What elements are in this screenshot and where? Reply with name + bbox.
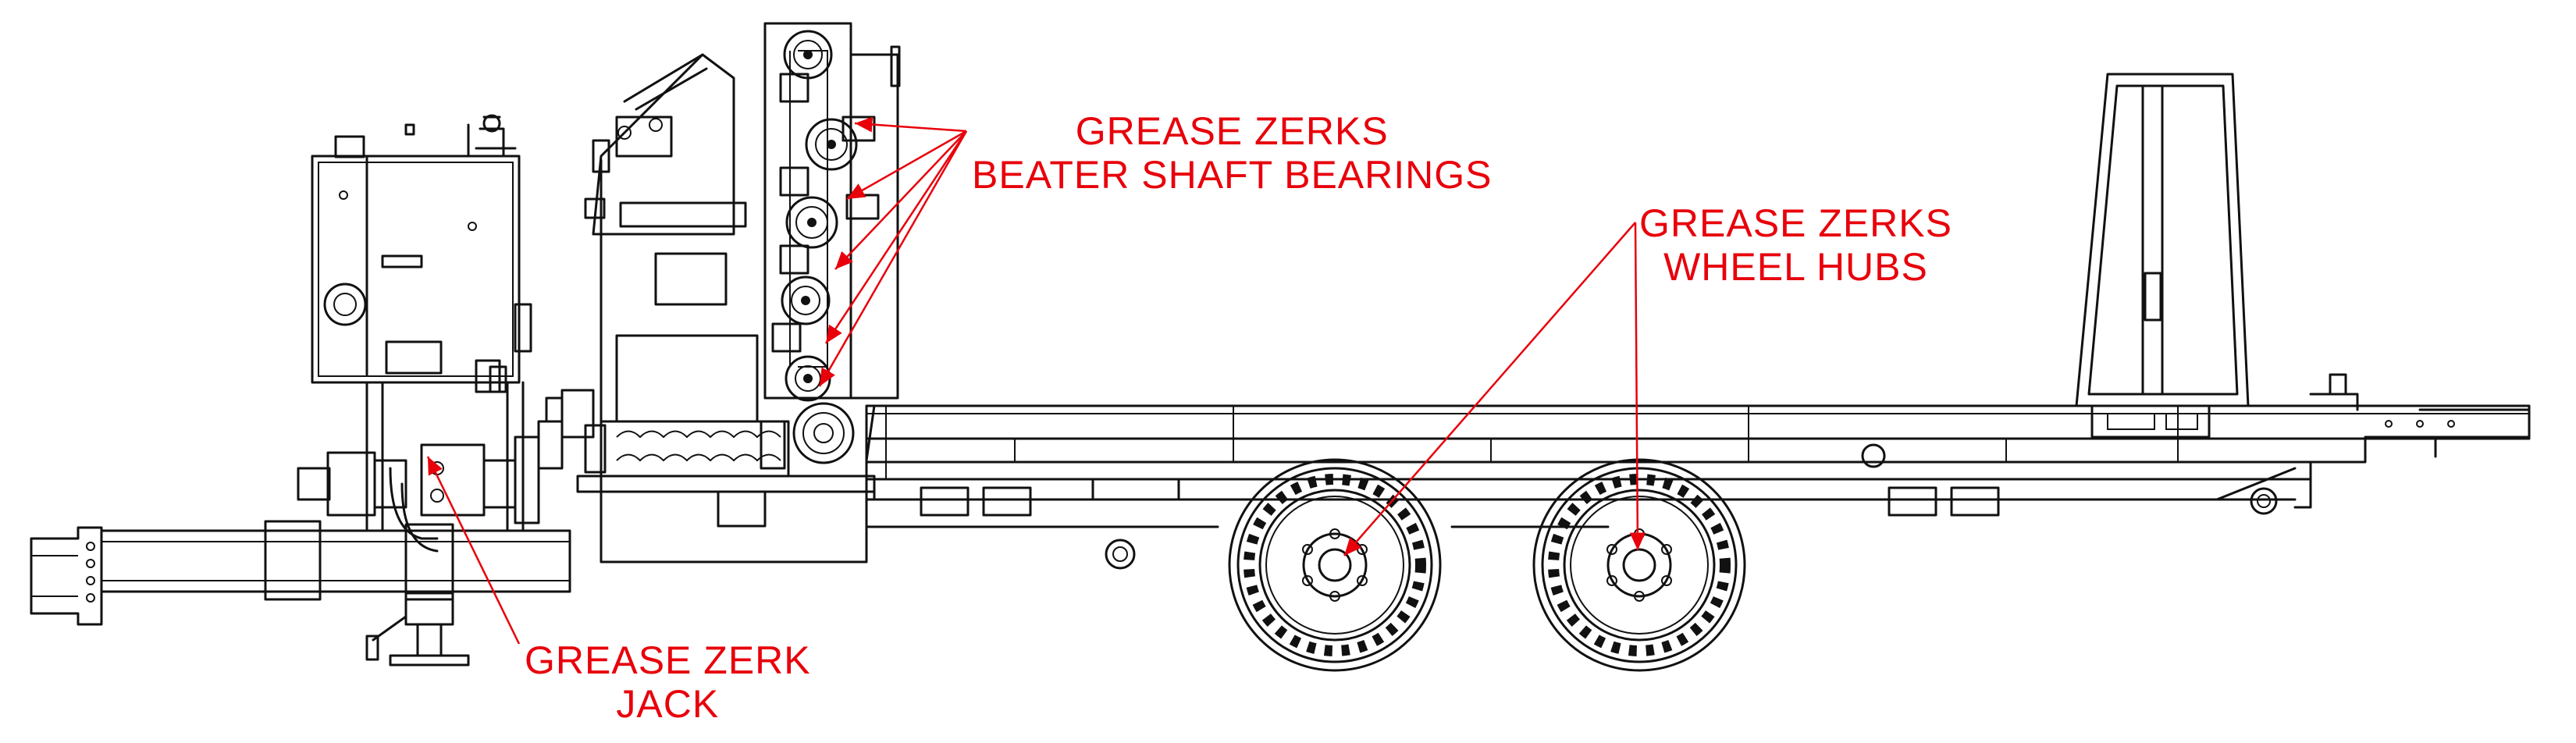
trailer-bed <box>865 373 2531 570</box>
sprocket-3 <box>785 196 838 249</box>
callout-beater-line1: GREASE ZERKS <box>1075 109 1389 153</box>
jack-stand <box>365 592 470 667</box>
beater-shafts <box>763 22 901 464</box>
wheel-leaders <box>1343 222 1646 556</box>
power-unit <box>311 114 532 532</box>
sprocket-4 <box>781 276 831 325</box>
callout-wheels-line2: WHEEL HUBS <box>1663 245 1928 289</box>
callout-beater-line2: BEATER SHAFT BEARINGS <box>972 153 1493 197</box>
hydraulic-pump <box>297 396 564 553</box>
sprocket-2 <box>805 118 858 171</box>
callout-wheel-hubs: GREASE ZERKS WHEEL HUBS <box>1639 201 1952 289</box>
hitch-tongue <box>30 520 571 626</box>
beater-leaders <box>818 116 968 387</box>
rear-wheel <box>1532 458 1746 672</box>
beater-housing <box>560 53 876 563</box>
front-wheel <box>1228 458 1442 672</box>
callout-jack: GREASE ZERK JACK <box>525 638 811 726</box>
sprocket-1 <box>783 30 833 80</box>
callout-jack-line1: GREASE ZERK <box>525 638 811 682</box>
callout-beater-shaft-bearings: GREASE ZERKS BEATER SHAFT BEARINGS <box>972 109 1493 197</box>
callout-wheels-line1: GREASE ZERKS <box>1639 201 1952 245</box>
callout-jack-line2: JACK <box>616 682 720 726</box>
rear-rack <box>2075 73 2250 439</box>
jack-leader <box>426 456 521 645</box>
